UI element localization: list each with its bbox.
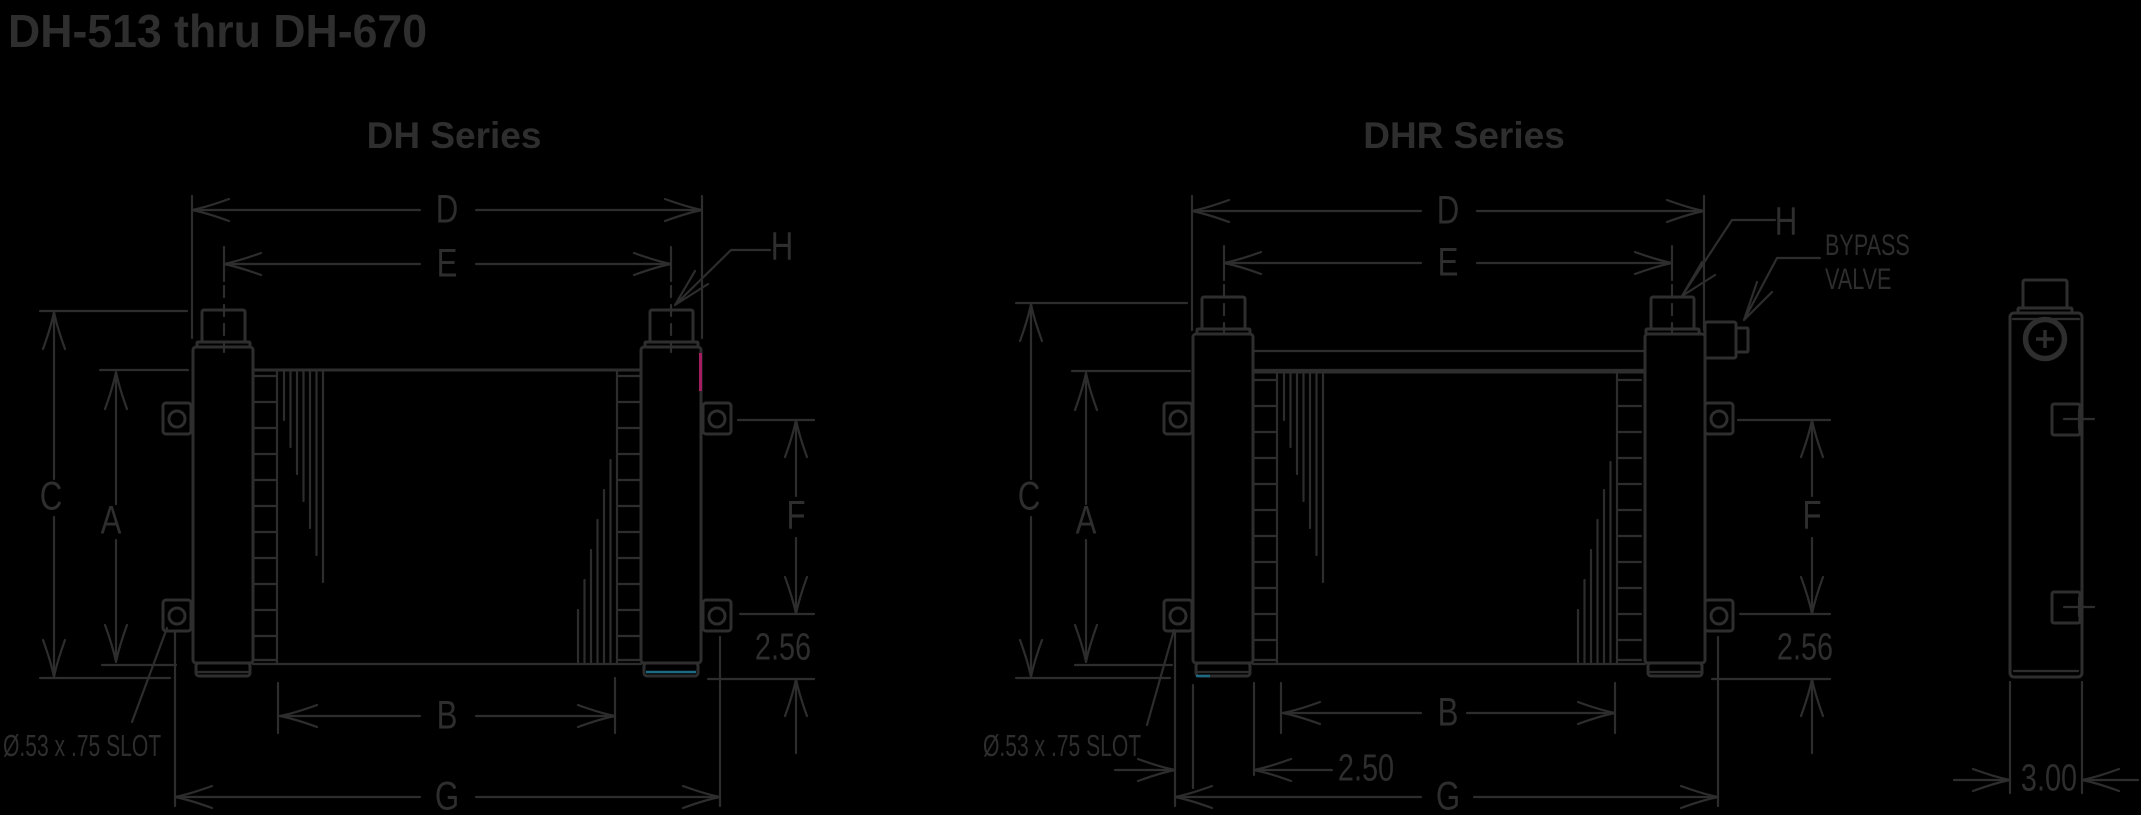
- dh-dim-a: [98, 368, 190, 667]
- dhr-bypass-leader: [1742, 256, 1822, 322]
- dhr-dim-256: [1710, 677, 1832, 755]
- dh-fin-fade-right: [576, 458, 612, 666]
- dhr-dim-label-e: E: [1437, 240, 1459, 285]
- dhr-slot-callout: Ø.53 x .75 SLOT: [983, 728, 1142, 763]
- dhr-mounting-tabs: [1162, 401, 1735, 633]
- dh-series-drawing: [38, 194, 816, 810]
- dhr-dim-g: [1173, 630, 1720, 810]
- side-view-brackets: [2050, 402, 2082, 625]
- side-view-body: [2008, 278, 2084, 679]
- dhr-dim-250: [1113, 681, 1334, 790]
- dh-dim-label-c: C: [39, 474, 63, 519]
- dh-mounting-tabs: [161, 401, 733, 633]
- dh-core: [251, 368, 643, 666]
- dhr-bypass-valve-cap: [1734, 326, 1750, 354]
- dhr-bypass-valve-label: BYPASS VALVE: [1825, 229, 1910, 297]
- dh-dim-label-h: H: [770, 224, 794, 269]
- dh-fin-ladder-right: [615, 374, 643, 662]
- dhr-series-drawing: [1014, 194, 1832, 810]
- dh-slot-callout: Ø.53 x .75 SLOT: [3, 728, 162, 763]
- dhr-bypass-label-line1: BYPASS: [1825, 229, 1910, 262]
- side-view-port-face: [2022, 316, 2068, 362]
- dh-dim-d: [190, 194, 704, 340]
- dhr-dim-label-d: D: [1436, 188, 1460, 233]
- side-dim-300: [1952, 680, 2140, 795]
- dhr-right-foot: [1646, 661, 1704, 678]
- dh-slot-leader: [130, 626, 169, 724]
- dh-left-foot: [194, 661, 252, 678]
- dh-dim-g: [173, 630, 722, 810]
- dh-dim-label-e: E: [436, 241, 458, 286]
- dh-dim-256: [706, 677, 816, 755]
- dh-dim-f: [736, 418, 816, 616]
- dhr-dim-label-b: B: [1437, 690, 1459, 735]
- dh-dim-label-256: 2.56: [754, 626, 812, 669]
- dh-left-tank: [191, 308, 255, 678]
- dh-right-foot: [642, 661, 700, 678]
- dhr-dim-label-256: 2.56: [1776, 626, 1834, 669]
- dhr-dim-e: [1222, 244, 1674, 342]
- dh-h-leader: [673, 248, 772, 307]
- dhr-slot-leader: [1145, 628, 1176, 727]
- dhr-h-leader: [1680, 218, 1777, 298]
- dhr-dim-label-a: A: [1075, 498, 1097, 543]
- dhr-bypass-tube: [1251, 349, 1647, 372]
- dhr-left-foot: [1194, 661, 1252, 678]
- dh-series-title: DH Series: [366, 115, 542, 156]
- dh-dim-c: [38, 309, 189, 680]
- dh-dim-label-g: G: [434, 774, 460, 815]
- dhr-dim-f: [1736, 418, 1832, 616]
- dhr-dim-c: [1014, 301, 1189, 680]
- page-title: DH-513 thru DH-670: [8, 5, 428, 57]
- dh-dim-label-f: F: [786, 493, 806, 538]
- side-view-drawing: [1952, 278, 2140, 795]
- side-view-depth-label: 3.00: [2020, 757, 2078, 800]
- dhr-left-tank: [1191, 295, 1255, 678]
- dhr-dim-a: [1070, 369, 1192, 667]
- dhr-core: [1251, 370, 1647, 666]
- dhr-bypass-label-line2: VALVE: [1825, 263, 1892, 296]
- dhr-fin-fade-left: [1282, 372, 1325, 584]
- dh-right-tank: [639, 308, 703, 678]
- side-view-port: [2021, 278, 2069, 310]
- dhr-dim-label-250: 2.50: [1337, 747, 1395, 790]
- dh-dim-b: [276, 676, 617, 735]
- dhr-fin-ladder-left: [1251, 378, 1279, 662]
- dh-fin-fade-left: [282, 370, 325, 584]
- dhr-bypass-valve: [1703, 320, 1738, 360]
- dh-dim-label-d: D: [435, 187, 459, 232]
- dhr-dim-label-f: F: [1802, 493, 1822, 538]
- dh-dim-label-b: B: [436, 693, 458, 738]
- dhr-right-tank: [1643, 295, 1750, 678]
- dh-dim-e: [222, 245, 673, 354]
- dh-dim-label-a: A: [100, 498, 122, 543]
- dhr-series-title: DHR Series: [1363, 115, 1565, 156]
- dhr-dim-label-g: G: [1435, 774, 1461, 815]
- dh-fin-ladder-left: [251, 374, 279, 662]
- dhr-dim-b: [1279, 681, 1617, 735]
- dhr-dim-label-h: H: [1774, 199, 1798, 244]
- dhr-fin-fade-right: [1576, 460, 1612, 666]
- dhr-fin-ladder-right: [1615, 378, 1643, 662]
- dhr-dim-label-c: C: [1017, 474, 1041, 519]
